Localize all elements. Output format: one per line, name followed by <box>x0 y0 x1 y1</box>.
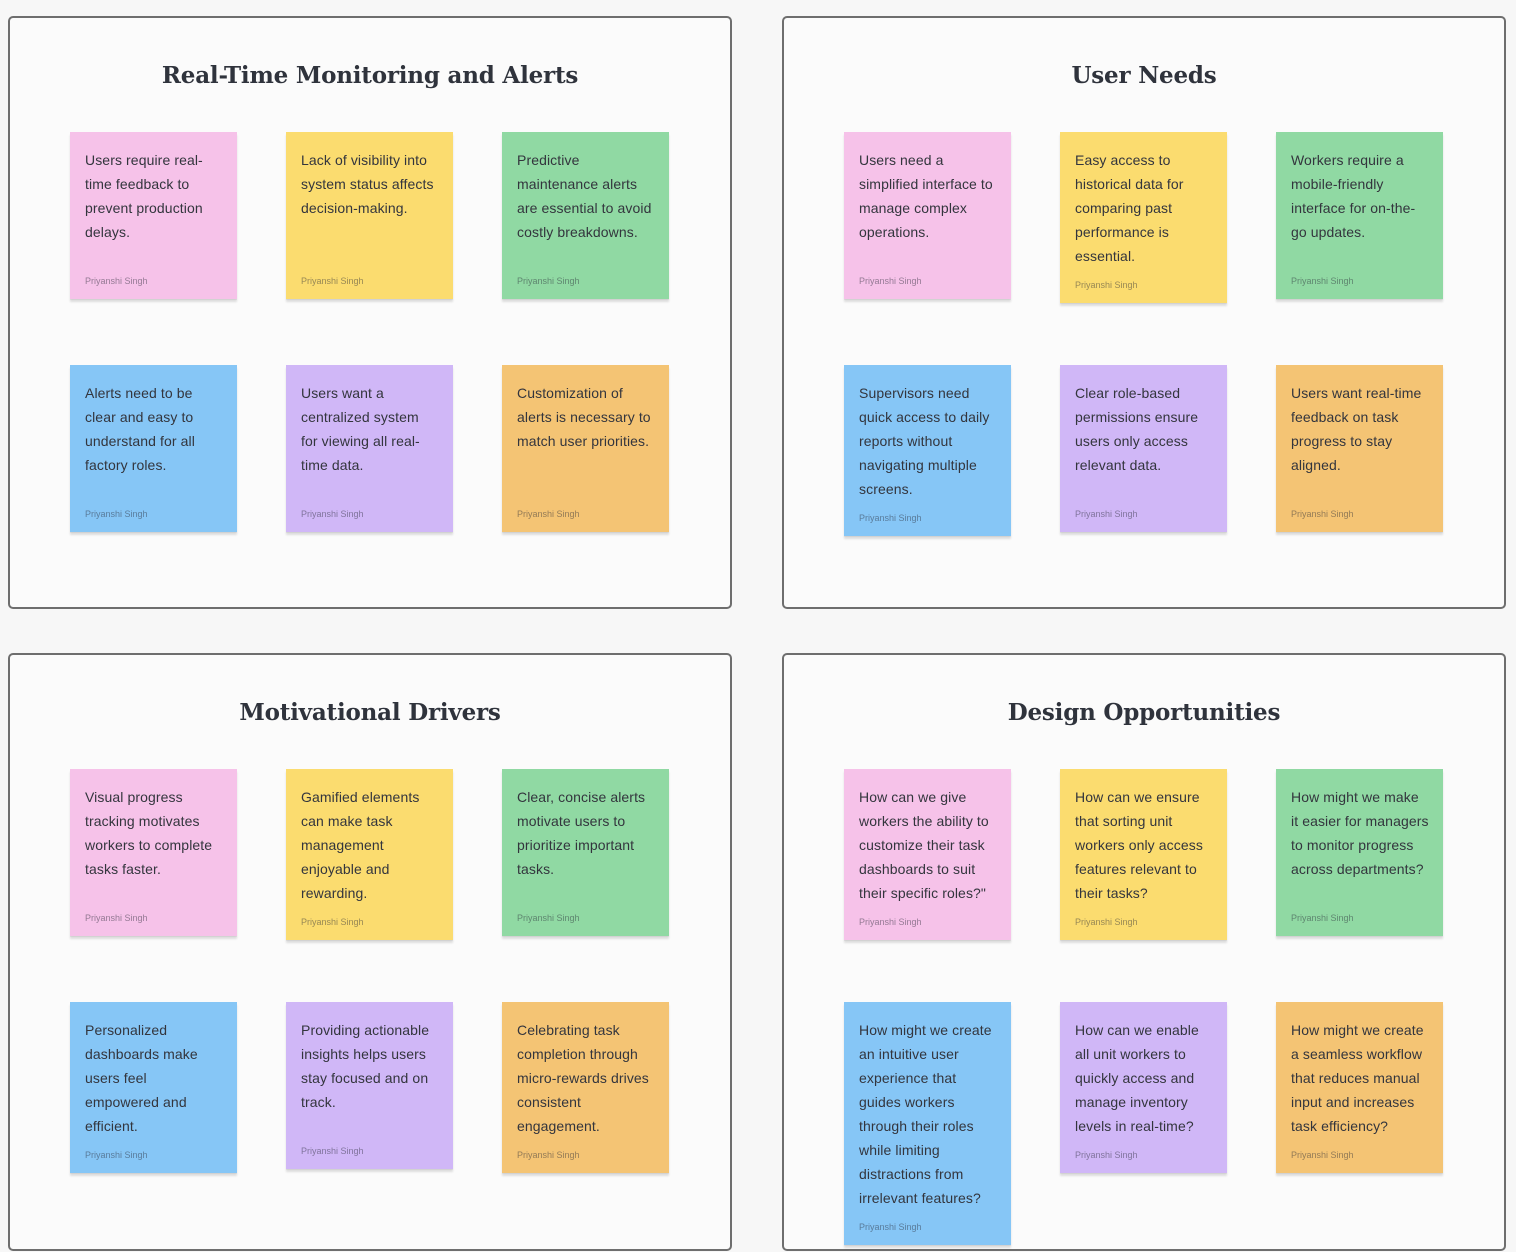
sticky-note[interactable]: Gamified elements can make task manageme… <box>286 769 453 940</box>
notes-row: Visual progress tracking motivates worke… <box>70 769 669 940</box>
notes-row: Users require real-time feedback to prev… <box>70 132 669 299</box>
frame-title: Real-Time Monitoring and Alerts <box>161 62 579 89</box>
sticky-note-text: Supervisors need quick access to daily r… <box>859 385 990 497</box>
notes-row: Alerts need to be clear and easy to unde… <box>70 365 669 532</box>
sticky-note-author: Priyanshi Singh <box>517 913 580 923</box>
sticky-note-text: Users require real-time feedback to prev… <box>85 152 203 240</box>
sticky-note[interactable]: How can we ensure that sorting unit work… <box>1060 769 1227 940</box>
sticky-note-text: Clear role-based permissions ensure user… <box>1075 385 1199 473</box>
sticky-note-text: Alerts need to be clear and easy to unde… <box>85 385 195 473</box>
sticky-note[interactable]: Lack of visibility into system status af… <box>286 132 453 299</box>
sticky-note[interactable]: Users need a simplified interface to man… <box>844 132 1011 299</box>
frame-real-time-monitoring-and-alerts: Real-Time Monitoring and Alerts Users re… <box>8 16 732 609</box>
sticky-note-author: Priyanshi Singh <box>85 1150 148 1160</box>
frame-title: User Needs <box>1071 62 1217 89</box>
sticky-note[interactable]: Providing actionable insights helps user… <box>286 1002 453 1169</box>
frame-design-opportunities: Design Opportunities How can we give wor… <box>782 653 1506 1251</box>
sticky-note[interactable]: Clear, concise alerts motivate users to … <box>502 769 669 936</box>
sticky-note-text: Easy access to historical data for compa… <box>1075 152 1184 264</box>
sticky-note-text: Users need a simplified interface to man… <box>859 152 993 240</box>
sticky-note-text: How can we ensure that sorting unit work… <box>1075 789 1203 901</box>
sticky-note[interactable]: Users want real-time feedback on task pr… <box>1276 365 1443 532</box>
sticky-note[interactable]: Supervisors need quick access to daily r… <box>844 365 1011 536</box>
sticky-note-author: Priyanshi Singh <box>1291 913 1354 923</box>
sticky-note-text: How might we make it easier for managers… <box>1291 789 1429 877</box>
sticky-note[interactable]: How might we create a seamless workflow … <box>1276 1002 1443 1173</box>
sticky-note-text: Clear, concise alerts motivate users to … <box>517 789 646 877</box>
sticky-note-text: How might we create an intuitive user ex… <box>859 1022 992 1206</box>
notes-row: Supervisors need quick access to daily r… <box>844 365 1443 536</box>
sticky-note-author: Priyanshi Singh <box>859 276 922 286</box>
sticky-note-author: Priyanshi Singh <box>1075 1150 1138 1160</box>
frame-motivational-drivers: Motivational Drivers Visual progress tra… <box>8 653 732 1251</box>
frame-title: Design Opportunities <box>1007 699 1281 726</box>
frame-user-needs: User Needs Users need a simplified inter… <box>782 16 1506 609</box>
sticky-note-author: Priyanshi Singh <box>859 1222 922 1232</box>
sticky-note-text: How might we create a seamless workflow … <box>1291 1022 1424 1134</box>
sticky-note-author: Priyanshi Singh <box>85 509 148 519</box>
sticky-note-author: Priyanshi Singh <box>1291 509 1354 519</box>
sticky-note[interactable]: How might we create an intuitive user ex… <box>844 1002 1011 1245</box>
sticky-note[interactable]: Predictive maintenance alerts are essent… <box>502 132 669 299</box>
sticky-note-text: Providing actionable insights helps user… <box>301 1022 430 1110</box>
sticky-note-author: Priyanshi Singh <box>301 276 364 286</box>
sticky-note-author: Priyanshi Singh <box>301 917 364 927</box>
notes-row: How might we create an intuitive user ex… <box>844 1002 1443 1245</box>
sticky-note-text: Users want real-time feedback on task pr… <box>1291 385 1422 473</box>
sticky-note-text: Visual progress tracking motivates worke… <box>85 789 213 877</box>
sticky-note-author: Priyanshi Singh <box>1291 1150 1354 1160</box>
sticky-note-author: Priyanshi Singh <box>517 1150 580 1160</box>
sticky-note-text: How can we enable all unit workers to qu… <box>1075 1022 1199 1134</box>
sticky-note-text: Celebrating task completion through micr… <box>517 1022 649 1134</box>
sticky-note-text: Personalized dashboards make users feel … <box>85 1022 198 1134</box>
sticky-note[interactable]: How might we make it easier for managers… <box>1276 769 1443 936</box>
sticky-note-author: Priyanshi Singh <box>517 276 580 286</box>
notes-row: How can we give workers the ability to c… <box>844 769 1443 940</box>
sticky-note-text: Customization of alerts is necessary to … <box>517 385 651 449</box>
sticky-note-author: Priyanshi Singh <box>301 1146 364 1156</box>
sticky-note-author: Priyanshi Singh <box>1075 917 1138 927</box>
sticky-note[interactable]: Celebrating task completion through micr… <box>502 1002 669 1173</box>
sticky-note-author: Priyanshi Singh <box>1075 280 1138 290</box>
sticky-note-text: Users want a centralized system for view… <box>301 385 420 473</box>
sticky-note[interactable]: Users want a centralized system for view… <box>286 365 453 532</box>
notes-row: Users need a simplified interface to man… <box>844 132 1443 303</box>
sticky-note[interactable]: Users require real-time feedback to prev… <box>70 132 237 299</box>
sticky-note-author: Priyanshi Singh <box>517 509 580 519</box>
sticky-note[interactable]: Clear role-based permissions ensure user… <box>1060 365 1227 532</box>
sticky-note-author: Priyanshi Singh <box>301 509 364 519</box>
sticky-note-text: Lack of visibility into system status af… <box>301 152 434 216</box>
sticky-note-text: How can we give workers the ability to c… <box>859 789 989 901</box>
notes-row: Personalized dashboards make users feel … <box>70 1002 669 1173</box>
sticky-note-author: Priyanshi Singh <box>859 513 922 523</box>
sticky-note[interactable]: Easy access to historical data for compa… <box>1060 132 1227 303</box>
sticky-note[interactable]: Alerts need to be clear and easy to unde… <box>70 365 237 532</box>
sticky-note-text: Gamified elements can make task manageme… <box>301 789 420 901</box>
sticky-note-author: Priyanshi Singh <box>859 917 922 927</box>
sticky-note-author: Priyanshi Singh <box>85 913 148 923</box>
sticky-note[interactable]: Customization of alerts is necessary to … <box>502 365 669 532</box>
sticky-note-author: Priyanshi Singh <box>1291 276 1354 286</box>
frame-title: Motivational Drivers <box>239 699 501 726</box>
sticky-note[interactable]: How can we enable all unit workers to qu… <box>1060 1002 1227 1173</box>
sticky-note-text: Predictive maintenance alerts are essent… <box>517 152 652 240</box>
sticky-note[interactable]: Visual progress tracking motivates worke… <box>70 769 237 936</box>
sticky-note-text: Workers require a mobile-friendly interf… <box>1291 152 1416 240</box>
sticky-note[interactable]: Workers require a mobile-friendly interf… <box>1276 132 1443 299</box>
sticky-note[interactable]: How can we give workers the ability to c… <box>844 769 1011 940</box>
sticky-note-author: Priyanshi Singh <box>1075 509 1138 519</box>
sticky-note[interactable]: Personalized dashboards make users feel … <box>70 1002 237 1173</box>
sticky-note-author: Priyanshi Singh <box>85 276 148 286</box>
